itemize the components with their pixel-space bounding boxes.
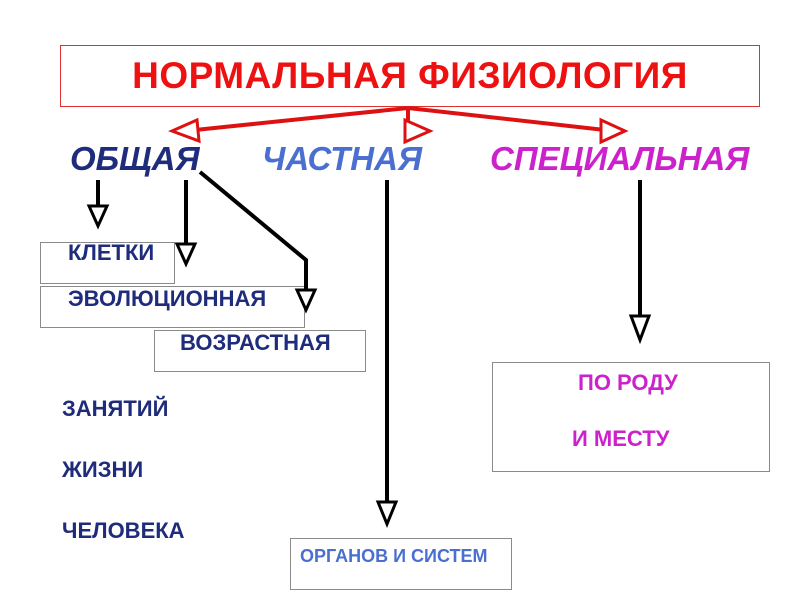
label-age: ВОЗРАСТНАЯ	[180, 330, 331, 355]
branch-special: СПЕЦИАЛЬНАЯ	[490, 140, 750, 177]
branch-particular: ЧАСТНАЯ	[262, 140, 423, 177]
arrowhead-particular	[403, 117, 434, 145]
arrowhead-age	[294, 288, 318, 314]
arrowhead-special-down	[628, 314, 652, 345]
label-life: ЖИЗНИ	[62, 457, 144, 482]
age-box	[154, 330, 366, 372]
label-and-place: И МЕСТУ	[572, 426, 670, 451]
label-occupations: ЗАНЯТИЙ	[62, 396, 169, 421]
arrow-line-age	[198, 170, 308, 292]
arrow-title-to-general	[194, 106, 409, 132]
diagram-title: НОРМАЛЬНАЯ ФИЗИОЛОГИЯ	[132, 55, 688, 96]
label-by-kind: ПО РОДУ	[578, 370, 678, 395]
arrowhead-cells	[86, 204, 110, 230]
arrow-title-to-special	[407, 106, 606, 132]
arrowhead-special	[599, 117, 629, 145]
label-evolutionary: ЭВОЛЮЦИОННАЯ	[68, 286, 267, 311]
arrowhead-organs	[375, 500, 399, 528]
label-human: ЧЕЛОВЕКА	[62, 518, 185, 543]
cells-box	[40, 242, 175, 284]
arrowhead-evolutionary	[174, 242, 198, 268]
arrowhead-general	[168, 117, 201, 144]
label-cells: КЛЕТКИ	[68, 240, 155, 265]
label-organs: ОРГАНОВ И СИСТЕМ	[300, 546, 488, 566]
organs-box	[290, 538, 512, 590]
branch-general: ОБЩАЯ	[70, 140, 200, 177]
special-subtypes-box	[492, 362, 770, 472]
